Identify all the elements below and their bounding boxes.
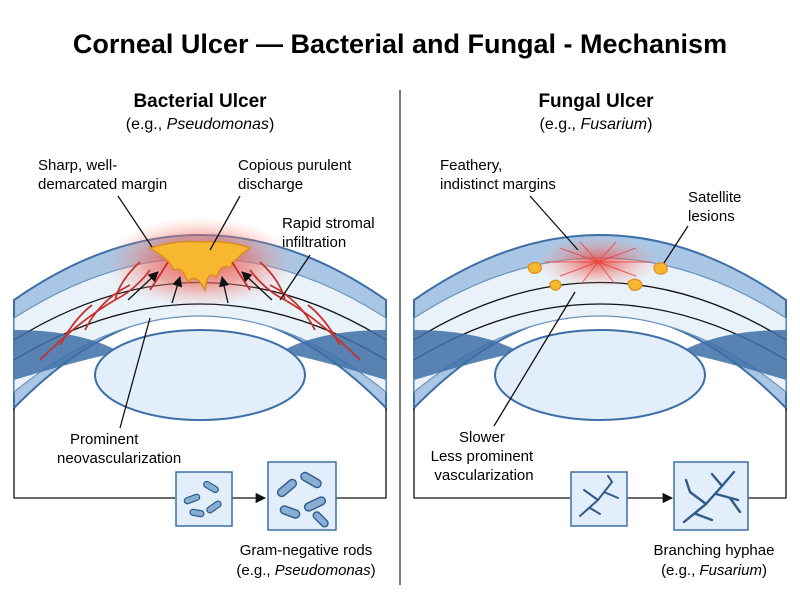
bacterial-micro-caption: Gram-negative rods [240, 542, 373, 559]
fungal-micro-box-small [570, 471, 628, 527]
fungal-eye-cross-section [413, 234, 787, 421]
fungal-micro-box-large [673, 461, 749, 531]
leader-purulent-discharge [209, 195, 241, 251]
leader-satellite-lesions [663, 225, 689, 264]
bacterial-micro-example: (e.g., Pseudomonas) [236, 562, 375, 579]
leader-sharp-margin [117, 195, 153, 248]
bacterial-iris-right [280, 330, 386, 380]
bacterial-infiltration-arrows [127, 271, 273, 304]
bacterial-example: (e.g., Pseudomonas) [126, 116, 275, 133]
bacterial-flow-line [13, 408, 175, 499]
fungal-lens [494, 329, 706, 421]
label-sharp-margin: Sharp, well- demarcated margin [38, 157, 167, 193]
fungal-example: (e.g., Fusarium) [540, 116, 653, 133]
leader-slower-vascularization [493, 291, 576, 427]
bacterial-panel: Bacterial Ulcer (e.g., Pseudomonas) [13, 91, 387, 579]
fungal-iris-right [680, 330, 786, 380]
bacterial-lens [94, 329, 306, 421]
fungal-iris-left [414, 330, 520, 380]
bacterial-micro-box-large [267, 461, 337, 531]
label-purulent-discharge: Copious purulent discharge [238, 157, 356, 193]
bacterial-eye-cross-section [13, 217, 387, 421]
fungal-heading: Fungal Ulcer [538, 91, 654, 112]
leader-stromal-infiltration [279, 254, 311, 301]
leader-feathery-margins [529, 195, 579, 251]
label-feathery-margins: Feathery, indistinct margins [440, 157, 556, 193]
fungal-flow-line [413, 408, 570, 499]
label-stromal-infiltration: Rapid stromal infiltration [282, 215, 379, 251]
label-satellite-lesions: Satellite lesions [688, 189, 746, 225]
leader-neovascularization [119, 317, 151, 429]
fungal-feathery-strands [545, 241, 651, 284]
bacterial-iris-left [14, 330, 120, 380]
label-slower-vascularization: Slower Less prominent vascularization [431, 429, 538, 484]
fungal-micro-example: (e.g., Fusarium) [661, 562, 767, 579]
bacterial-pus-discharge [148, 240, 252, 293]
bacterial-micro-box-small [175, 471, 233, 527]
label-neovascularization: Prominent neovascularization [57, 431, 181, 467]
page-title: Corneal Ulcer — Bacterial and Fungal - M… [73, 29, 727, 59]
fungal-panel: Fungal Ulcer (e.g., Fusarium) [413, 91, 787, 579]
bacterial-vessels [39, 261, 361, 361]
fungal-satellite-lesions [527, 261, 668, 291]
bacterial-heading: Bacterial Ulcer [133, 91, 267, 112]
fungal-micro-caption: Branching hyphae [654, 542, 775, 559]
